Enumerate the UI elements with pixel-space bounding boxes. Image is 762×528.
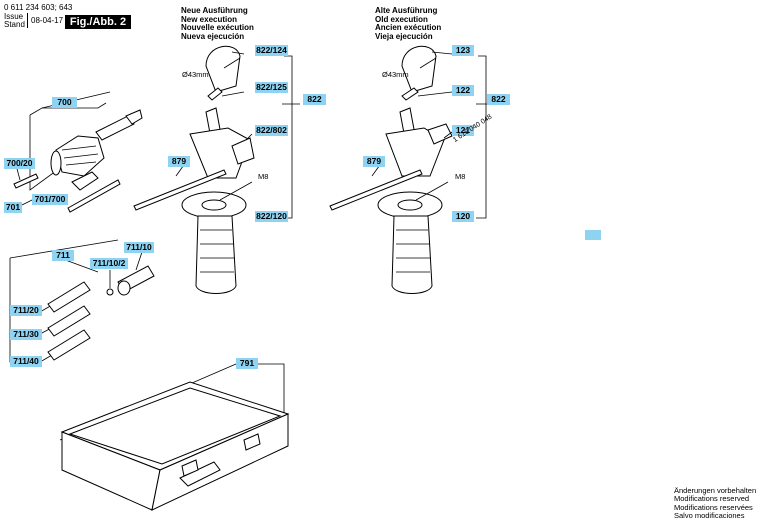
depth-stop-rod-icon [133, 169, 227, 211]
leader-700 [29, 102, 107, 116]
title-de: Alte Ausführung [375, 6, 438, 15]
part-number: 0 611 234 603; 643 [4, 3, 73, 12]
label-711: 711 [52, 250, 74, 261]
chuck-key-icon [71, 171, 99, 191]
footnote: Änderungen vorbehalten Modifications res… [674, 486, 757, 521]
label-121: 121 [452, 125, 474, 136]
label-822-120: 822/120 [255, 211, 288, 222]
chuck-key-rod [67, 179, 121, 213]
depth-stop-lever-icon [427, 123, 453, 145]
side-handle-grip-icon [391, 215, 433, 294]
label-123: 123 [452, 45, 474, 56]
thread-note-old: M8 [455, 172, 466, 181]
leader-822-old [476, 55, 494, 219]
sds-adapter-icon [95, 115, 135, 141]
issue-label: Issue [4, 12, 24, 21]
header-divider [27, 13, 28, 28]
chuck-screw-icon [13, 173, 39, 189]
leader-700-bracket [29, 115, 61, 191]
side-handle-grip-icon [195, 215, 237, 294]
depth-stop-rod-icon [329, 169, 423, 211]
footnote-en: Modifications reserved [674, 494, 750, 504]
label-791: 791 [236, 358, 258, 369]
title-es: Vieja ejecución [375, 31, 433, 41]
diameter-note-old: Ø43mm [382, 70, 409, 79]
clamp-bolt-icon [401, 87, 419, 101]
clamp-bolt-icon [207, 87, 223, 101]
footnote-es: Salvo modificaciones [674, 511, 745, 521]
screwdriver-bit-1-icon [47, 281, 91, 313]
depth-stop-knob-icon [231, 137, 255, 165]
case-latch-left-icon [181, 459, 199, 477]
screwdriver-bit-2-icon [47, 305, 91, 337]
footnote-de: Änderungen vorbehalten [674, 486, 757, 495]
label-822-new: 822 [303, 94, 326, 105]
label-701: 701 [4, 202, 22, 213]
label-711-10: 711/10 [124, 242, 154, 253]
label-711-40: 711/40 [10, 356, 42, 367]
label-822-124: 822/124 [255, 45, 288, 56]
leader-m8-old [415, 181, 449, 201]
screwdriver-bit-3-icon [47, 329, 91, 361]
retaining-ring-icon [106, 288, 114, 296]
bit-set [9, 239, 155, 363]
label-822-802: 822/802 [255, 125, 288, 136]
label-711-10-2: 711/10/2 [90, 258, 128, 269]
label-822-125: 822/125 [255, 82, 288, 93]
label-711-30: 711/30 [10, 329, 42, 340]
title-en: New execution [181, 14, 238, 24]
thread-note-new: M8 [258, 172, 269, 181]
label-120: 120 [452, 211, 474, 222]
case-handle-icon [179, 461, 221, 487]
title-es: Nueva ejecución [181, 31, 245, 41]
label-822-old: 822 [487, 94, 510, 105]
old-handle-assembly [329, 45, 494, 294]
handle-clamp-body-icon [385, 127, 445, 177]
issue-date: 08-04-17 [31, 16, 64, 25]
title-de: Neue Ausführung [181, 6, 248, 15]
title-fr: Ancien exécution [375, 23, 442, 33]
label-700-20: 700/20 [4, 158, 35, 169]
color-swatch [585, 230, 601, 240]
figure-badge: Fig./Abb. 2 [65, 15, 131, 29]
label-879-old: 879 [363, 156, 385, 167]
chuck-jaw-end [50, 150, 62, 176]
stand-label: Stand [4, 20, 25, 29]
clamp-band-icon [205, 45, 241, 93]
label-122: 122 [452, 85, 474, 96]
new-execution-title: Neue Ausführung New execution Nouvelle e… [181, 6, 254, 41]
leader-822-new [282, 55, 300, 219]
label-879-new: 879 [168, 156, 190, 167]
leader-711 [9, 239, 119, 259]
title-en: Old execution [375, 14, 428, 24]
diameter-note-new: Ø43mm [182, 70, 209, 79]
new-handle-assembly [133, 45, 300, 294]
title-fr: Nouvelle exécution [181, 23, 254, 33]
label-700: 700 [52, 97, 77, 108]
chuck-assembly [13, 91, 143, 213]
case-latch-right-icon [243, 433, 261, 451]
label-701-700: 701/700 [32, 194, 68, 205]
label-711-20: 711/20 [10, 305, 42, 316]
footnote-fr: Modifications reservées [674, 502, 753, 512]
leader-m8-new [219, 181, 253, 201]
carrying-case [59, 363, 290, 511]
clamp-band-icon [401, 45, 437, 93]
old-execution-title: Alte Ausführung Old execution Ancien exé… [375, 6, 442, 41]
